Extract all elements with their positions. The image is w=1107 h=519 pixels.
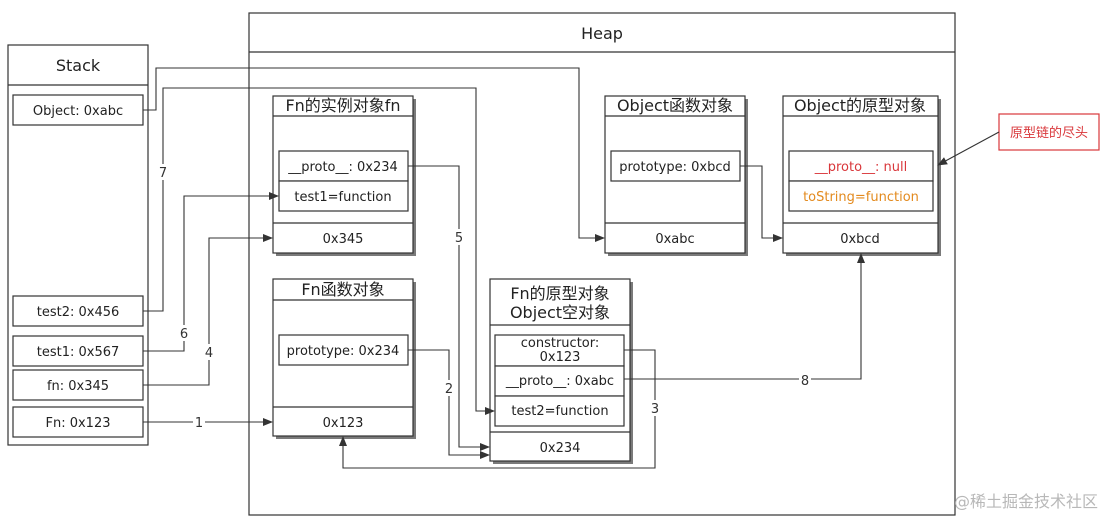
fn-prototype-title-line1: Fn的原型对象 xyxy=(510,284,609,303)
fn-instance-title: Fn的实例对象fn xyxy=(285,96,400,115)
arrow-label-5: 5 xyxy=(455,231,463,246)
fn-instance-test1: test1=function xyxy=(294,190,391,205)
arrow-label-3: 3 xyxy=(651,402,659,417)
fn-function-title: Fn函数对象 xyxy=(301,280,384,299)
stack-slot-fn-label: fn: 0x345 xyxy=(47,379,109,394)
stack-slot-object: Object: 0xabc xyxy=(12,94,144,126)
fn-instance-address: 0x345 xyxy=(323,232,364,247)
object-prototype-tostring: toString=function xyxy=(803,190,919,205)
arrow-label-6: 6 xyxy=(180,327,188,342)
stack-slot-Fn: Fn: 0x123 xyxy=(12,406,144,438)
arrow-8-fnproto-proto xyxy=(624,253,865,380)
stack-title: Stack xyxy=(56,56,101,75)
prototype-chain-end-callout: 原型链的尽头 xyxy=(937,113,1100,166)
object-function-title: Object函数对象 xyxy=(617,96,733,115)
arrow-4-fn-to-instance xyxy=(143,234,273,386)
fn-function-prototype: prototype: 0x234 xyxy=(287,344,400,359)
fn-prototype-address: 0x234 xyxy=(540,441,581,456)
fn-function-object: Fn函数对象 prototype: 0x234 0x123 xyxy=(272,278,416,439)
object-prototype-proto-null: __proto__: null xyxy=(814,160,908,175)
fn-instance-object: Fn的实例对象fn __proto__: 0x234 test1=functio… xyxy=(272,95,416,256)
arrow-object-prototype xyxy=(740,165,783,242)
arrow-7-test2-to-function xyxy=(143,87,495,415)
fn-prototype-title-line2: Object空对象 xyxy=(510,303,610,322)
stack-container: Stack Object: 0xabc test2: 0x456 test1: … xyxy=(7,44,149,446)
arrow-label-2: 2 xyxy=(445,382,453,397)
arrow-5-instance-proto xyxy=(408,165,490,451)
stack-slot-test2-label: test2: 0x456 xyxy=(37,305,120,320)
object-prototype-address: 0xbcd xyxy=(840,232,880,247)
fn-instance-proto: __proto__: 0x234 xyxy=(287,160,398,175)
callout-text: 原型链的尽头 xyxy=(1010,125,1088,141)
heap-title: Heap xyxy=(581,24,623,43)
arrow-2-function-prototype xyxy=(408,349,490,459)
fn-prototype-test2: test2=function xyxy=(511,404,608,419)
stack-slot-test2: test2: 0x456 xyxy=(12,295,144,327)
object-function-address: 0xabc xyxy=(655,232,694,247)
fn-function-address: 0x123 xyxy=(323,416,364,431)
arrow-3-constructor xyxy=(339,349,656,469)
arrow-label-1: 1 xyxy=(195,416,203,431)
arrow-label-4: 4 xyxy=(205,346,213,361)
stack-slot-Fn-label: Fn: 0x123 xyxy=(45,416,110,431)
fn-prototype-constructor-line1: constructor: xyxy=(521,336,600,351)
object-function-object: Object函数对象 prototype: 0xbcd 0xabc xyxy=(604,95,748,256)
arrow-label-8: 8 xyxy=(801,374,809,389)
callout-pointer-arrow xyxy=(937,131,1000,166)
stack-slot-test1-label: test1: 0x567 xyxy=(37,345,120,360)
fn-prototype-constructor-line2: 0x123 xyxy=(540,350,581,365)
stack-slot-fn: fn: 0x345 xyxy=(12,369,144,401)
arrow-label-7: 7 xyxy=(159,166,167,181)
arrow-object-to-function xyxy=(143,67,605,242)
arrow-6-test1-to-function xyxy=(143,192,279,352)
object-prototype-title: Object的原型对象 xyxy=(794,96,926,115)
stack-slot-object-label: Object: 0xabc xyxy=(33,104,123,119)
object-prototype-object: Object的原型对象 __proto__: null toString=fun… xyxy=(782,95,941,256)
fn-prototype-proto: __proto__: 0xabc xyxy=(505,374,614,389)
stack-slot-test1: test1: 0x567 xyxy=(12,335,144,367)
watermark: @稀土掘金技术社区 xyxy=(954,492,1098,511)
object-function-prototype: prototype: 0xbcd xyxy=(619,160,730,175)
fn-prototype-object: Fn的原型对象 Object空对象 constructor: 0x123 __p… xyxy=(489,278,633,464)
